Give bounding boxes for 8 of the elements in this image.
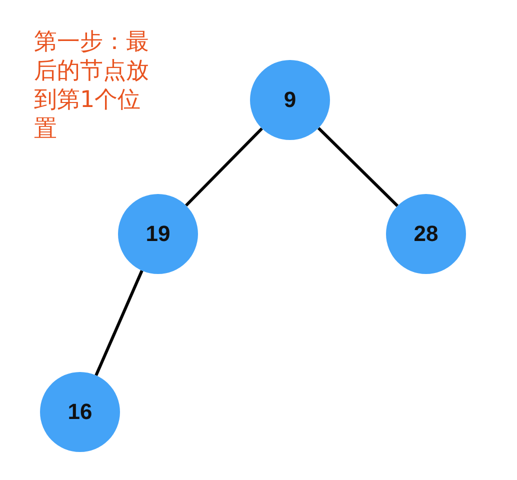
- node-value: 9: [284, 87, 296, 113]
- node-value: 19: [146, 221, 170, 247]
- connector-line: [185, 127, 263, 207]
- step-note: 第一步：最后的节点放到第1个位置: [34, 28, 150, 144]
- connector-line: [94, 270, 144, 376]
- connector-line: [317, 127, 399, 207]
- node-value: 16: [68, 399, 92, 425]
- node-value: 28: [414, 221, 438, 247]
